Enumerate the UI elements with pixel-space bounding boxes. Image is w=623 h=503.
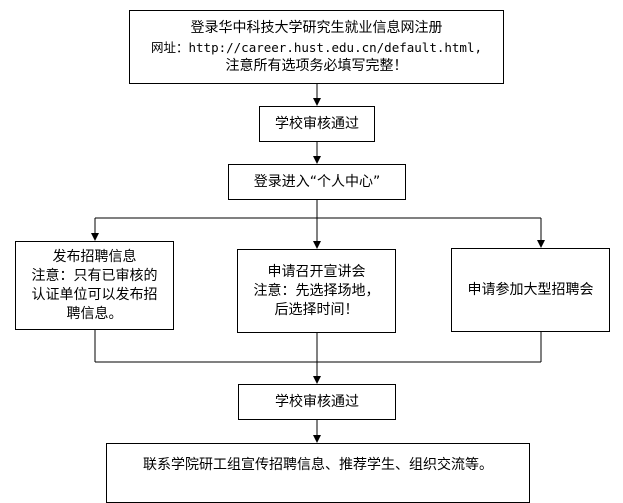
contact-college-box: 联系学院研工组宣传招聘信息、推荐学生、组织交流等。: [106, 443, 530, 503]
seminar-note-line-2: 后选择时间！: [274, 301, 359, 318]
login-label: 登录进入“个人中心”: [253, 173, 381, 190]
publish-note-line-3: 聘信息。: [66, 305, 123, 322]
login-personal-center-box: 登录进入“个人中心”: [228, 164, 406, 200]
seminar-note-line-1: 注意：先选择场地，: [253, 282, 380, 299]
apply-job-fair-box: 申请参加大型招聘会: [451, 248, 610, 332]
publish-title: 发布招聘信息: [52, 248, 137, 265]
school-review-box-2: 学校审核通过: [238, 384, 396, 420]
publish-job-info-box: 发布招聘信息 注意：只有已审核的 认证单位可以发布招 聘信息。: [15, 241, 174, 330]
school-review-label-2: 学校审核通过: [275, 393, 359, 410]
register-step-box: 登录华中科技大学研究生就业信息网注册 网址：http://career.hust…: [129, 10, 504, 84]
publish-note-line-2: 认证单位可以发布招: [31, 286, 158, 303]
apply-seminar-box: 申请召开宣讲会 注意：先选择场地， 后选择时间！: [237, 249, 396, 333]
school-review-box-1: 学校审核通过: [259, 106, 375, 142]
school-review-label-1: 学校审核通过: [275, 115, 359, 132]
job-fair-label: 申请参加大型招聘会: [467, 281, 594, 298]
register-note: 注意所有选项务必填写完整！: [225, 57, 408, 74]
flow-connectors: [91, 84, 545, 443]
register-title: 登录华中科技大学研究生就业信息网注册: [190, 19, 443, 36]
seminar-title: 申请召开宣讲会: [267, 263, 366, 280]
publish-note-line-1: 注意：只有已审核的: [31, 267, 158, 284]
contact-label: 联系学院研工组宣传招聘信息、推荐学生、组织交流等。: [143, 457, 493, 473]
register-url: 网址：http://career.hust.edu.cn/default.htm…: [151, 39, 482, 55]
